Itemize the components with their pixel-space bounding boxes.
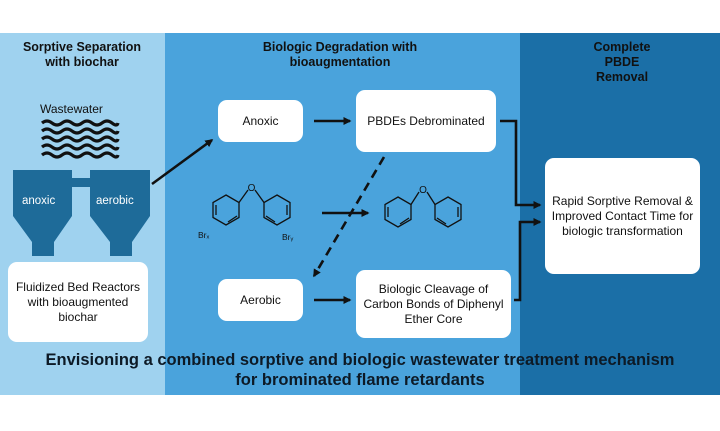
sorptive-heading-text: Sorptive Separation with biochar [22,40,142,69]
oxygen-label-right: O [419,185,427,196]
fluidized-bed-box: Fluidized Bed Reactors with bioaugmented… [8,262,148,342]
cleavage-to-outcome-arrow [514,218,542,302]
cleavage-box: Biologic Cleavage of Carbon Bonds of Dip… [356,270,511,338]
aerobic-reactor-label: aerobic [96,195,134,207]
pbdes-to-aerobic-dashed-arrow [312,156,386,278]
debrominated-molecule [384,191,462,228]
anoxic-reactor-label: anoxic [22,195,56,207]
brominated-molecule [212,189,291,226]
bromine-label-left: Brₓ [198,230,210,240]
wastewater-label: Wastewater [40,102,103,116]
aerobic-box: Aerobic [218,279,303,321]
outcome-box: Rapid Sorptive Removal & Improved Contac… [545,158,700,274]
anoxic-reactor [13,170,72,256]
pbdes-debrominated-box: PBDEs Debrominated [356,90,496,152]
cleavage-text: Biologic Cleavage of Carbon Bonds of Dip… [363,281,504,326]
caption-banner: Envisioning a combined sorptive and biol… [0,350,720,390]
complete-heading-text: Complete PBDE Removal [593,40,651,84]
anoxic-box: Anoxic [218,100,303,142]
outcome-text: Rapid Sorptive Removal & Improved Contac… [551,193,694,238]
bromine-label-right: Brᵧ [282,232,294,242]
aerobic-text: Aerobic [240,292,281,307]
caption-line-1: Envisioning a combined sorptive and biol… [45,351,675,369]
anoxic-text: Anoxic [242,113,279,128]
pbdes-to-outcome-arrow [500,119,542,209]
wastewater-waves-icon [41,119,120,159]
caption-line-2: for brominated flame retardants [235,371,485,389]
fluidized-bed-text: Fluidized Bed Reactors with bioaugmented… [15,279,141,324]
aerobic-reactor [90,170,150,256]
reactors-graphic [13,170,150,256]
pbdes-debrominated-text: PBDEs Debrominated [367,113,485,128]
biologic-heading: Biologic Degradation with bioaugmentatio… [250,40,430,70]
reactor-connector [70,178,92,187]
oxygen-label-left: O [248,183,256,194]
complete-heading: Complete PBDE Removal [583,40,661,85]
biologic-heading-text: Biologic Degradation with bioaugmentatio… [262,40,418,69]
sorptive-heading: Sorptive Separation with biochar [22,40,142,70]
reactor-to-anoxic-arrow [151,138,214,186]
